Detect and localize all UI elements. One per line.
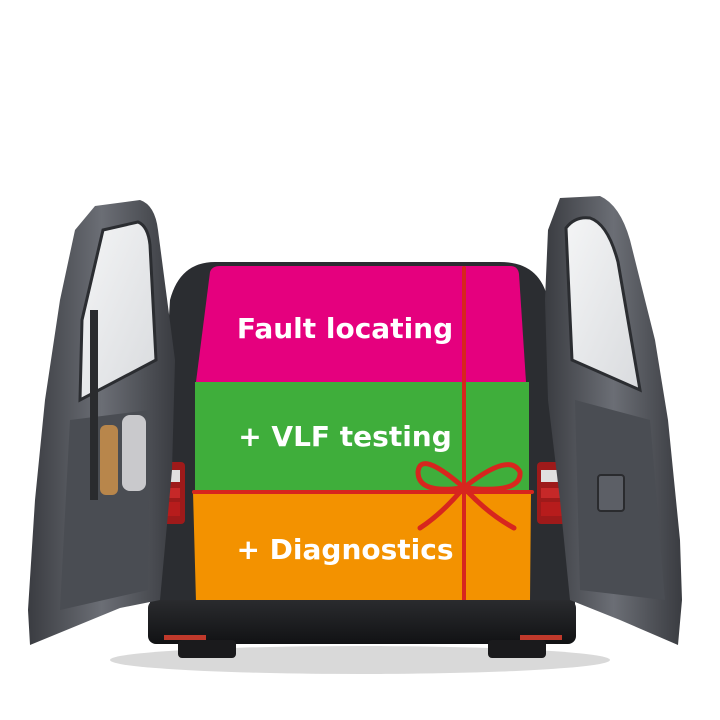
diagnostics-label: + Diagnostics: [236, 533, 454, 566]
gift-ribbon: [192, 266, 534, 608]
left-wheel: [178, 640, 236, 658]
fault-locating-label: Fault locating: [236, 312, 454, 345]
left-door: [28, 200, 175, 645]
bumper-reflector-left: [164, 635, 206, 640]
rear-bumper: [148, 600, 576, 644]
magenta-band: [196, 266, 526, 382]
right-door: [545, 196, 682, 645]
vlf-testing-label: + VLF testing: [238, 420, 452, 453]
orange-band: [193, 492, 531, 608]
bumper-reflector-right: [520, 635, 562, 640]
right-wheel: [488, 640, 546, 658]
green-band: [195, 382, 529, 492]
